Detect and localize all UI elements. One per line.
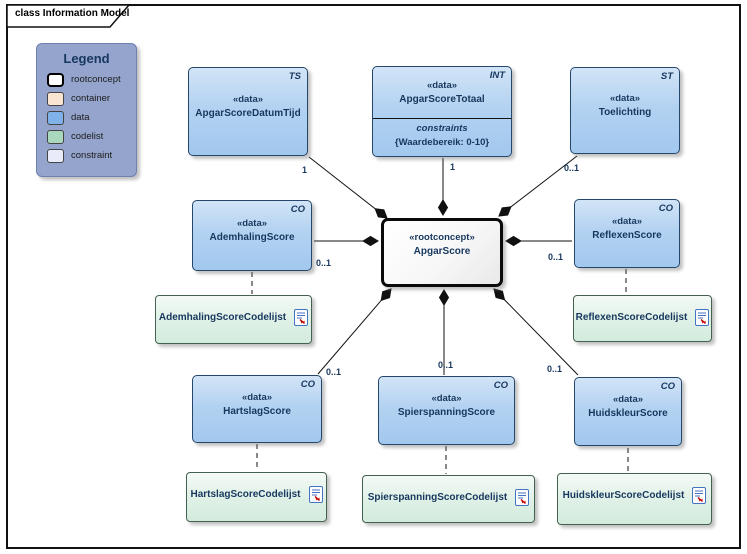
type-tag: TS xyxy=(288,71,301,82)
codelist-name: AdemhalingScoreCodelijst xyxy=(158,312,287,323)
class-name: SpierspanningScore xyxy=(397,407,496,418)
stereotype-label: «data» xyxy=(609,93,641,104)
document-icon xyxy=(308,486,323,503)
codelist-name: HartslagScoreCodelijst xyxy=(190,489,301,500)
codelist-spierspanningscorecodelijst: SpierspanningScoreCodelijst xyxy=(362,475,535,523)
class-reflexenscore: CO «data» ReflexenScore xyxy=(574,199,680,268)
multiplicity-label: 0..1 xyxy=(326,367,342,377)
class-name: ReflexenScore xyxy=(592,230,662,241)
type-tag: ST xyxy=(660,71,673,82)
codelist-name: HuidskleurScoreCodelijst xyxy=(562,490,685,501)
frame-tab xyxy=(6,4,131,28)
multiplicity-label: 1 xyxy=(450,162,456,172)
class-name: ApgarScore xyxy=(413,246,471,257)
document-icon xyxy=(294,309,309,326)
multiplicity-label: 0..1 xyxy=(564,163,580,173)
type-tag: CO xyxy=(658,203,673,214)
document-icon xyxy=(515,489,530,506)
class-name: ApgarScoreDatumTijd xyxy=(195,108,301,119)
document-icon xyxy=(692,487,707,504)
diagram-frame xyxy=(6,4,741,549)
class-hartslagscore: CO «data» HartslagScore xyxy=(192,375,322,443)
multiplicity-label: 1 xyxy=(302,165,308,175)
class-apgarscore-rootconcept: «rootconcept» ApgarScore xyxy=(381,218,503,287)
constraints-compartment: constraints {Waardebereik: 0-10} xyxy=(373,118,511,148)
legend-item-constraint: constraint xyxy=(47,148,136,163)
document-icon xyxy=(695,309,710,326)
codelist-huidskleurscorecodelijst: HuidskleurScoreCodelijst xyxy=(557,473,712,525)
stereotype-label: «data» xyxy=(612,394,644,405)
codelist-ademhalingscorecodelijst: AdemhalingScoreCodelijst xyxy=(155,295,312,344)
codelist-name: ReflexenScoreCodelijst xyxy=(575,312,688,323)
legend-label: codelist xyxy=(71,131,104,142)
codelist-reflexenscorecodelijst: ReflexenScoreCodelijst xyxy=(573,295,712,342)
type-tag: CO xyxy=(660,381,675,392)
constraints-label: constraints xyxy=(416,123,468,134)
legend-swatch-codelist xyxy=(47,129,64,144)
legend-item-rootconcept: rootconcept xyxy=(47,72,136,87)
legend-label: data xyxy=(71,112,90,123)
codelist-name: SpierspanningScoreCodelijst xyxy=(367,492,508,503)
legend: Legend rootconcept container data codeli… xyxy=(36,43,137,177)
legend-swatch-data xyxy=(47,110,64,125)
stereotype-label: «data» xyxy=(241,391,273,403)
type-tag: CO xyxy=(493,380,508,391)
legend-label: rootconcept xyxy=(71,74,121,85)
stereotype-label: «data» xyxy=(431,393,462,404)
legend-title: Legend xyxy=(63,51,110,66)
stereotype-label: «data» xyxy=(426,80,458,91)
class-toelichting: ST «data» Toelichting xyxy=(570,67,680,154)
codelist-hartslagscorecodelijst: HartslagScoreCodelijst xyxy=(186,472,327,522)
legend-label: constraint xyxy=(71,150,113,161)
class-ademhalingscore: CO «data» AdemhalingScore xyxy=(192,200,312,271)
class-huidskleurscore: CO «data» HuidskleurScore xyxy=(574,377,682,446)
class-apgarscoretotaal: INT «data» ApgarScoreTotaal constraints … xyxy=(372,66,512,157)
class-apgarscoredatumtijd: TS «data» ApgarScoreDatumTijd xyxy=(188,67,308,156)
constraint-value: {Waardebereik: 0-10} xyxy=(394,137,490,148)
stereotype-label: «data» xyxy=(236,218,268,229)
legend-item-codelist: codelist xyxy=(47,129,136,144)
multiplicity-label: 0..1 xyxy=(547,364,563,374)
legend-item-data: data xyxy=(47,110,136,125)
class-name: Toelichting xyxy=(598,107,652,118)
class-name: ApgarScoreTotaal xyxy=(399,94,485,105)
type-tag: CO xyxy=(290,204,305,215)
legend-item-container: container xyxy=(47,91,136,106)
stereotype-label: «rootconcept» xyxy=(409,232,475,243)
class-name: HartslagScore xyxy=(223,405,291,417)
legend-label: container xyxy=(71,93,111,104)
stereotype-label: «data» xyxy=(611,216,643,227)
type-tag: CO xyxy=(300,379,315,390)
multiplicity-label: 0..1 xyxy=(438,360,454,370)
legend-swatch-container xyxy=(47,91,64,106)
frame-title: class Information Model xyxy=(15,8,130,19)
class-name: AdemhalingScore xyxy=(209,232,295,243)
multiplicity-label: 0..1 xyxy=(548,252,564,262)
legend-swatch-rootconcept xyxy=(47,72,64,87)
class-spierspanningscore: CO «data» SpierspanningScore xyxy=(378,376,515,445)
legend-swatch-constraint xyxy=(47,148,64,163)
stereotype-label: «data» xyxy=(232,94,264,105)
type-tag: INT xyxy=(489,70,505,81)
class-name: HuidskleurScore xyxy=(588,408,668,419)
multiplicity-label: 0..1 xyxy=(316,258,332,268)
